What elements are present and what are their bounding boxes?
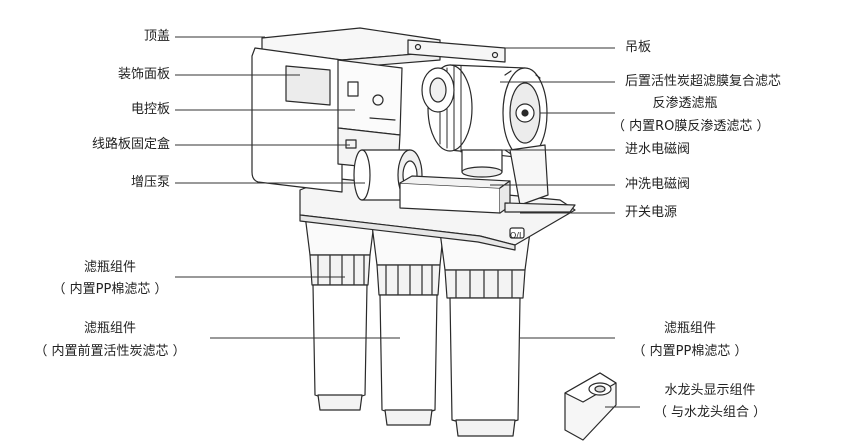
label-filter-right-sub: （ 内置PP棉滤芯 ） xyxy=(632,344,748,359)
label-booster-pump: 增压泵 xyxy=(130,175,170,190)
faucet-display-component xyxy=(564,372,617,441)
label-faucet-sub: （ 与水龙头组合 ） xyxy=(653,405,767,420)
label-circuit-box: 线路板固定盒 xyxy=(91,137,170,152)
inlet-solenoid-valve xyxy=(461,149,503,178)
control-board xyxy=(337,59,403,136)
label-control-board: 电控板 xyxy=(130,102,170,117)
label-decor-panel: 装饰面板 xyxy=(117,67,170,82)
housing xyxy=(251,27,441,193)
filter-bottle-middle xyxy=(371,224,445,426)
leader-lines xyxy=(175,36,640,408)
filter-bottle-left xyxy=(304,214,376,411)
label-filter-middle-title: 滤瓶组件 xyxy=(83,321,136,336)
label-filter-left-title: 滤瓶组件 xyxy=(83,260,136,275)
flush-solenoid-valve xyxy=(399,175,511,214)
filter-bottle-right xyxy=(439,231,531,437)
power-switch-bracket xyxy=(504,144,576,239)
label-hanging-plate: 吊板 xyxy=(625,40,652,55)
label-faucet-title: 水龙头显示组件 xyxy=(664,383,756,398)
label-inlet-valve: 进水电磁阀 xyxy=(625,142,691,157)
label-filter-middle-sub: （ 内置前置活性炭滤芯 ） xyxy=(34,344,186,359)
post-carbon-filter xyxy=(421,67,455,113)
label-ro-bottle-title: 反渗透滤瓶 xyxy=(652,96,718,111)
label-post-filter: 后置活性炭超滤膜复合滤芯 xyxy=(625,74,782,89)
label-filter-left-sub: （ 内置PP棉滤芯 ） xyxy=(52,282,168,297)
hanging-plate xyxy=(407,39,506,63)
label-ro-bottle-sub: （ 内置RO膜反渗透滤芯 ） xyxy=(612,119,770,134)
label-power-switch: 开关电源 xyxy=(625,205,678,220)
label-filter-right-title: 滤瓶组件 xyxy=(663,321,716,336)
device-marking: O/I xyxy=(510,231,521,240)
label-flush-valve: 冲洗电磁阀 xyxy=(625,177,691,192)
label-top-cover: 顶盖 xyxy=(143,29,170,44)
